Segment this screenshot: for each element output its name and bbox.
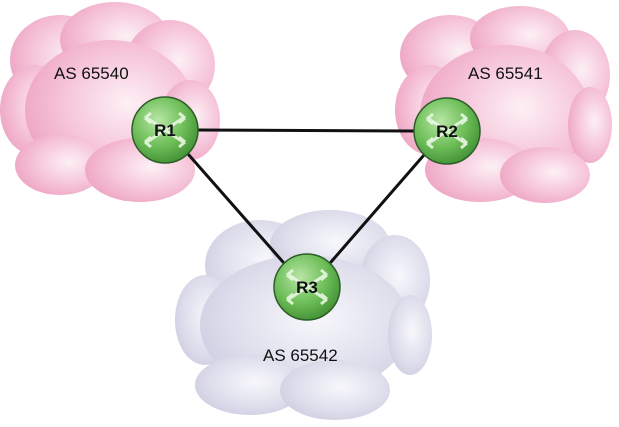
router-arrows-icon [426, 112, 468, 150]
as-label-65542: AS 65542 [263, 346, 338, 365]
link-r1-r2 [196, 128, 416, 133]
router-r3[interactable]: R3 [273, 253, 341, 321]
router-r3-label: R3 [296, 278, 318, 297]
router-r1[interactable]: R1 [131, 96, 199, 164]
link-r1-r3 [186, 152, 285, 264]
cloud-as-65540 [0, 2, 220, 202]
links-layer [186, 128, 426, 264]
as-label-65541: AS 65541 [468, 64, 543, 83]
cloud-as-65541 [395, 6, 612, 203]
as-label-65540: AS 65540 [54, 64, 129, 83]
router-arrows-icon [144, 111, 186, 149]
router-r2[interactable]: R2 [413, 97, 481, 165]
router-r2-label: R2 [436, 122, 458, 141]
link-r2-r3 [329, 153, 426, 264]
router-r1-label: R1 [154, 121, 176, 140]
router-arrows-icon [286, 268, 328, 306]
